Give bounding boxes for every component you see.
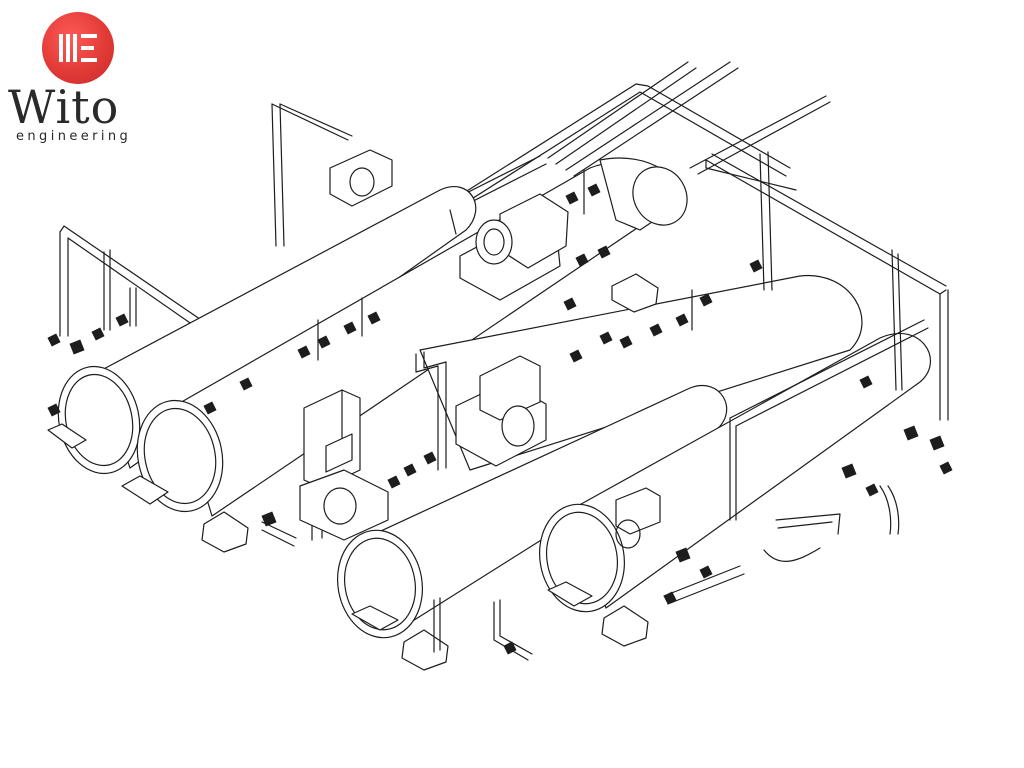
motor-housing-upper [329, 149, 393, 207]
control-cabinet [303, 389, 361, 541]
saddle-supports [47, 273, 659, 671]
company-logo: Wito engineering [8, 8, 136, 148]
valve-cluster-center-left [203, 297, 381, 415]
right-header-pipe [705, 151, 949, 562]
valve-cluster-left [47, 287, 137, 417]
valve-cluster-right [619, 259, 953, 497]
logo-subtitle: engineering [16, 129, 132, 144]
overhead-pipe-rack [271, 61, 831, 247]
valve-cluster-front [261, 451, 745, 661]
valve-cluster-upper [563, 169, 613, 363]
pump-unit-middle [299, 355, 547, 541]
wito-engineering-logo-icon [42, 12, 114, 84]
pump-unit-upper [459, 157, 688, 301]
logo-wordmark: Wito [8, 80, 120, 134]
